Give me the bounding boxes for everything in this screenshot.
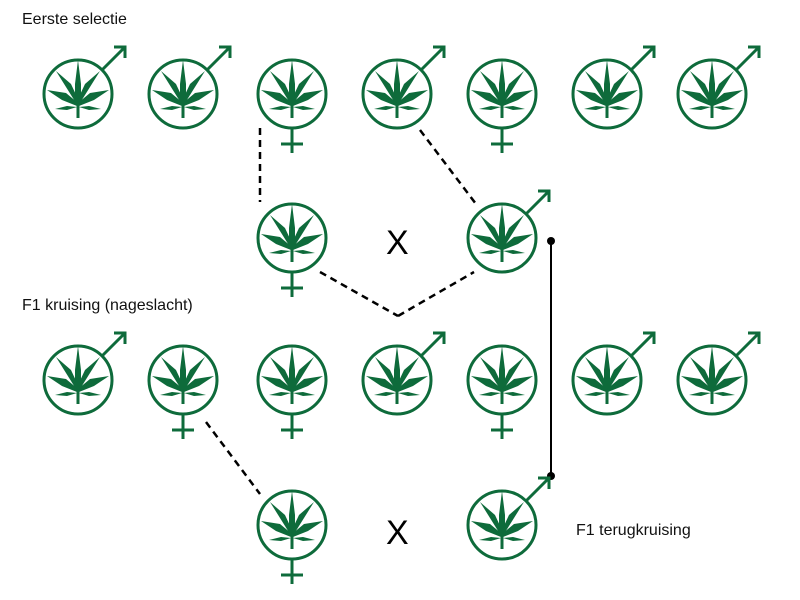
male-symbol-icon [629, 331, 656, 358]
male-symbol-icon [419, 45, 446, 72]
male-symbol-icon [524, 476, 551, 503]
female-symbol-icon [491, 414, 513, 439]
female-plant-symbol [256, 489, 328, 584]
female-symbol-icon [172, 414, 194, 439]
male-plant-symbol [571, 45, 656, 130]
male-symbol-icon [734, 331, 761, 358]
male-plant-symbol [42, 331, 127, 416]
connector-line [419, 129, 477, 205]
cross-symbol: X [386, 224, 409, 262]
male-plant-symbol [571, 331, 656, 416]
male-plant-symbol [42, 45, 127, 130]
male-plant-symbol [147, 45, 232, 130]
male-symbol-icon [524, 189, 551, 216]
male-symbol-icon [734, 45, 761, 72]
female-plant-symbol [256, 58, 328, 153]
female-symbol-icon [281, 414, 303, 439]
f1-backcross-label: F1 terugkruising [576, 522, 691, 539]
male-symbol-icon [419, 331, 446, 358]
male-plant-symbol [466, 189, 551, 274]
female-symbol-icon [281, 272, 303, 297]
female-plant-symbol [466, 344, 538, 439]
male-plant-symbol [466, 476, 551, 561]
male-plant-symbol [676, 331, 761, 416]
connector-line [205, 421, 261, 495]
first-selection-label: Eerste selectie [22, 11, 127, 28]
male-symbol-icon [629, 45, 656, 72]
female-symbol-icon [281, 128, 303, 153]
female-plant-symbol [256, 344, 328, 439]
female-plant-symbol [256, 202, 328, 297]
cross-connector-lines [205, 128, 555, 495]
male-symbol-icon [100, 331, 127, 358]
female-plant-symbol [466, 58, 538, 153]
male-plant-symbol [676, 45, 761, 130]
female-symbol-icon [491, 128, 513, 153]
male-symbol-icon [205, 45, 232, 72]
male-plant-symbol [361, 331, 446, 416]
male-plant-symbol [361, 45, 446, 130]
female-symbol-icon [281, 559, 303, 584]
backcross-link-dot [547, 237, 555, 245]
female-plant-symbol [147, 344, 219, 439]
male-symbol-icon [100, 45, 127, 72]
cross-symbol: X [386, 514, 409, 552]
f1-cross-label: F1 kruising (nageslacht) [22, 297, 193, 314]
connector-line [397, 270, 475, 318]
connector-line [319, 270, 399, 318]
